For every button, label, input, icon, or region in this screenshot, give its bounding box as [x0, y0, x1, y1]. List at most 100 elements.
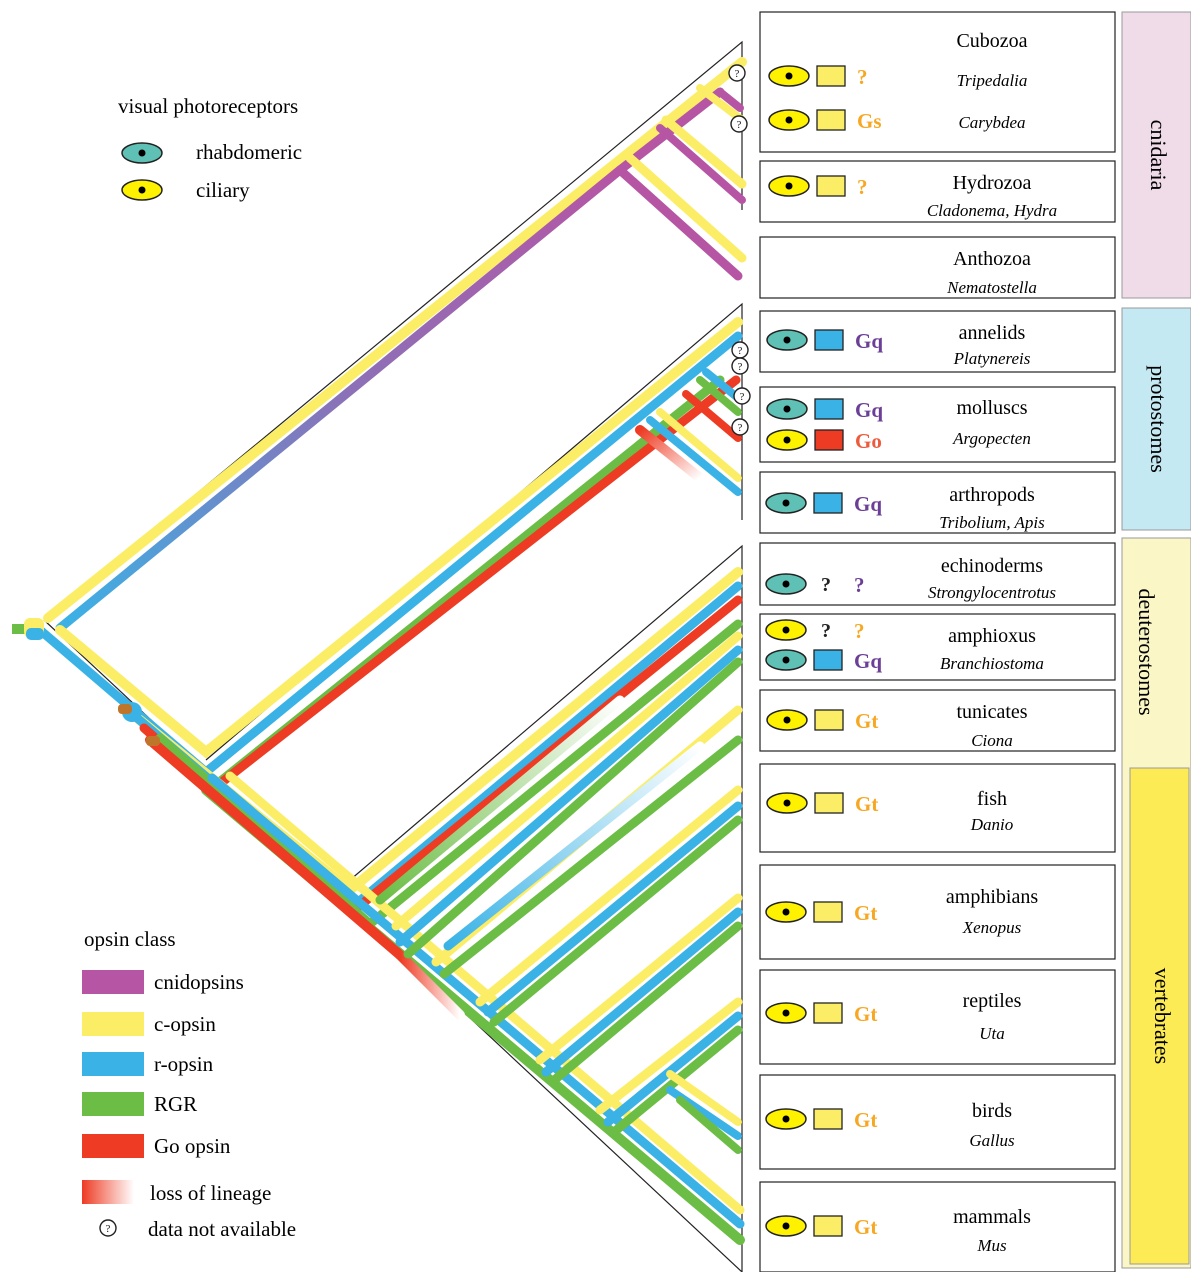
legend-swatch-rgr: [82, 1092, 144, 1116]
taxon-name: Anthozoa: [953, 248, 1031, 270]
opsin-box-icon: [813, 901, 843, 923]
legend-swatch-cnidopsins: [82, 970, 144, 994]
opsin-box-icon: [814, 429, 844, 451]
taxon-name: birds: [972, 1100, 1012, 1122]
taxon-row-icons: Go: [766, 429, 882, 453]
taxon-row-icons: Gq: [765, 492, 882, 516]
taxon-name: annelids: [959, 322, 1026, 344]
taxon-box: [759, 236, 1116, 299]
question-circle-icon: ?: [733, 387, 751, 405]
band-protostomes: [1121, 307, 1191, 531]
na-markers: ??????: [728, 64, 751, 436]
taxon-name: Hydrozoa: [953, 172, 1032, 194]
legend-label-c-opsin: c-opsin: [154, 1012, 216, 1036]
taxon-row-icons: Gt: [765, 901, 877, 925]
taxon-name: reptiles: [963, 990, 1022, 1012]
group-bands: cnidaria protostomes deuterostomes verte…: [1121, 11, 1191, 1269]
g-protein-label: Gq: [854, 492, 882, 516]
opsin-box-icon: [813, 492, 843, 514]
g-protein-label: Gt: [855, 792, 878, 816]
ciliary-eye-icon: [765, 1002, 807, 1024]
band-vertebrates: [1129, 767, 1190, 1265]
taxon-species: Carybdea: [958, 113, 1025, 132]
question-circle-icon: ?: [99, 1219, 117, 1237]
taxon-row-icons: Gs: [768, 109, 882, 133]
g-protein-label: Gs: [857, 109, 882, 133]
taxon-species: Cladonema, Hydra: [927, 201, 1057, 220]
ciliary-eye-icon: [768, 109, 810, 131]
taxon-species: Mus: [976, 1236, 1007, 1255]
taxon-box: [759, 310, 1116, 373]
svg-text:?: ?: [740, 391, 745, 403]
g-protein-label: Gt: [854, 1215, 877, 1239]
g-protein-label: Gt: [854, 901, 877, 925]
taxon-box: [759, 689, 1116, 752]
g-protein-label: Gt: [855, 709, 878, 733]
taxon-box: [759, 1074, 1116, 1170]
taxon-species: Ciona: [971, 731, 1013, 750]
opsin-box-icon: [814, 709, 844, 731]
g-protein-label: Gq: [855, 398, 883, 422]
taxon-box: [759, 386, 1116, 463]
ciliary-eye-icon: [768, 65, 810, 87]
rhabdomeric-eye-icon: [121, 142, 163, 164]
taxon-species: Strongylocentrotus: [928, 583, 1056, 602]
taxon-species: Argopecten: [952, 429, 1031, 448]
band-label-protostomes: protostomes: [1146, 365, 1171, 473]
g-protein-label: Go: [855, 429, 882, 453]
taxon-name: amphibians: [946, 886, 1038, 908]
taxon-box: [759, 11, 1116, 153]
legend-label-loss: loss of lineage: [150, 1181, 271, 1205]
question-circle-icon: ?: [730, 115, 748, 133]
svg-text:?: ?: [737, 119, 742, 131]
taxon-species: Tribolium, Apis: [939, 513, 1045, 532]
taxon-name: arthropods: [949, 484, 1035, 506]
taxon-species: Tripedalia: [957, 71, 1028, 90]
taxon-box: [759, 864, 1116, 960]
svg-text:?: ?: [106, 1223, 111, 1235]
legend-label-r-opsin: r-opsin: [154, 1052, 214, 1076]
legend-swatch-r-opsin: [82, 1052, 144, 1076]
g-protein-label: Gq: [855, 329, 883, 353]
opsin-box-icon: [816, 65, 846, 87]
ciliary-eye-icon: [121, 179, 163, 201]
ciliary-eye-icon: [765, 1108, 807, 1130]
taxon-name: Cubozoa: [956, 30, 1027, 52]
taxon-species: Xenopus: [962, 918, 1022, 937]
taxon-name: fish: [977, 788, 1007, 810]
question-circle-icon: ?: [731, 357, 749, 375]
opsin-box-icon: [813, 649, 843, 671]
taxon-species: Nematostella: [946, 278, 1037, 297]
rhabdomeric-eye-icon: [765, 573, 807, 595]
svg-text:?: ?: [738, 345, 743, 357]
g-protein-label: ?: [857, 65, 868, 89]
taxon-box: [759, 1181, 1116, 1272]
taxon-species: Branchiostoma: [940, 654, 1044, 673]
legend-swatch-loss: [82, 1180, 134, 1204]
g-protein-label: Gt: [854, 1108, 877, 1132]
svg-text:?: ?: [738, 422, 743, 434]
taxon-species: Gallus: [969, 1131, 1015, 1150]
ciliary-eye-icon: [766, 709, 808, 731]
taxon-name: echinoderms: [941, 555, 1043, 577]
ciliary-eye-icon: [765, 901, 807, 923]
ciliary-eye-icon: [766, 792, 808, 814]
taxon-box: [759, 471, 1116, 534]
g-protein-label: ?: [857, 175, 868, 199]
g-protein-label: ?: [854, 573, 865, 597]
taxon-row-icons: Gq: [766, 398, 883, 422]
taxon-row-icons: Gt: [765, 1002, 877, 1026]
opsin-unknown-mark: ?: [821, 620, 831, 642]
taxon-species: Uta: [979, 1024, 1005, 1043]
tree-root: [12, 618, 160, 746]
taxon-name: molluscs: [956, 397, 1027, 419]
rhabdomeric-eye-icon: [766, 398, 808, 420]
g-protein-label: Gt: [854, 1002, 877, 1026]
rhabdomeric-eye-icon: [766, 329, 808, 351]
taxon-row-icons: ??: [765, 573, 865, 597]
svg-text:?: ?: [738, 361, 743, 373]
rhabdomeric-eye-icon: [765, 492, 807, 514]
opsin-box-icon: [813, 1215, 843, 1237]
